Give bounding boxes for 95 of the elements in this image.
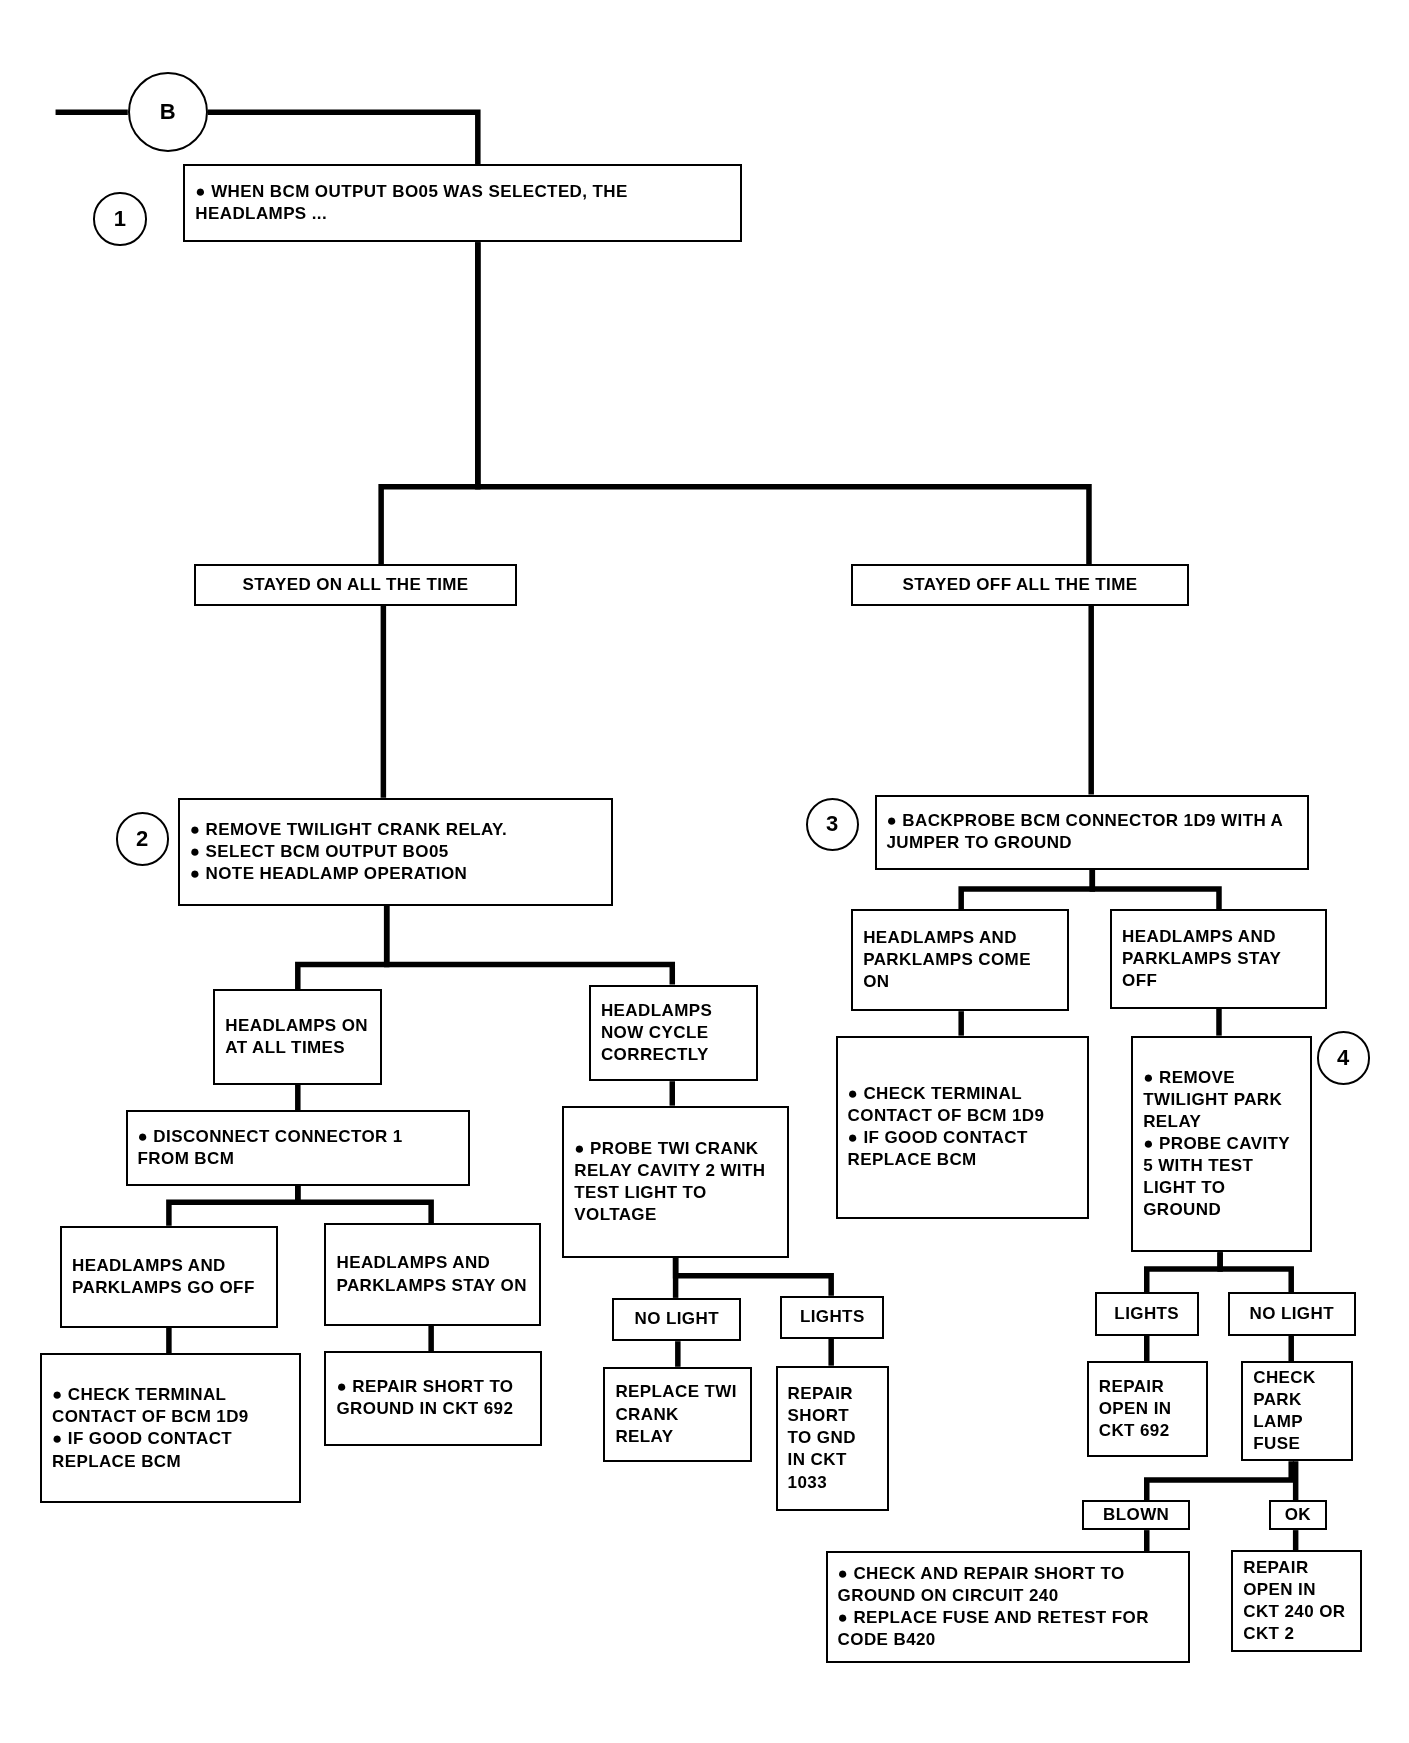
connector-line	[1088, 605, 1094, 795]
connector-line	[1217, 1252, 1294, 1293]
step-text: ● CHECK TERMINAL CONTACT OF BCM 1D9	[52, 1384, 250, 1429]
step-text: 3	[825, 810, 839, 839]
step-text: REPAIR SHORT TO GND IN CKT 1033	[787, 1383, 857, 1494]
step-text: ● CHECK AND REPAIR SHORT TO GROUND ON CIRCUIT 240	[837, 1563, 1126, 1608]
step-text: ● DISCONNECT CONNECTOR 1 FROM BCM	[137, 1125, 404, 1170]
step-text: ● REMOVE TWILIGHT CRANK RELAY.	[189, 818, 509, 841]
result-box	[1082, 1500, 1191, 1531]
connector-line	[207, 109, 481, 165]
step-text: ● IF GOOD CONTACT REPLACE BCM	[52, 1428, 234, 1473]
step-text: HEADLAMPS ON AT ALL TIMES	[225, 1014, 370, 1059]
step-box	[603, 1366, 753, 1463]
step-box	[177, 797, 614, 906]
connector-line	[672, 1257, 834, 1296]
result-box	[1227, 1292, 1356, 1336]
step-text: REPLACE TWI CRANK RELAY	[615, 1381, 738, 1448]
step-text: HEADLAMPS AND PARKLAMPS COME ON	[863, 926, 1032, 994]
step-box	[324, 1223, 542, 1326]
step-box	[1110, 908, 1327, 1009]
step-text: HEADLAMPS NOW CYCLE CORRECTLY	[600, 999, 714, 1066]
connector-line	[1089, 870, 1222, 909]
step-box	[1241, 1361, 1354, 1462]
step-box	[213, 988, 383, 1085]
step-box	[588, 984, 758, 1082]
step-box	[1231, 1550, 1363, 1653]
step-text: ● REPLACE FUSE AND RETEST FOR CODE B420	[837, 1607, 1150, 1652]
step-box	[835, 1035, 1089, 1219]
step-text: NO LIGHT	[1249, 1302, 1334, 1325]
step-text: LIGHTS	[1114, 1302, 1180, 1325]
connector-line	[1216, 1008, 1222, 1036]
step-box	[1131, 1035, 1313, 1253]
step-text: ● PROBE TWI CRANK RELAY CAVITY 2 WITH TEST LIGHT TO VOLTAGE	[574, 1137, 767, 1226]
circle-node	[93, 192, 147, 246]
step-text: OK	[1284, 1504, 1312, 1527]
step-text: HEADLAMPS AND PARKLAMPS GO OFF	[72, 1254, 256, 1299]
result-box	[1269, 1500, 1327, 1531]
connector-line	[1288, 1335, 1294, 1362]
step-box	[851, 908, 1069, 1012]
connector-line	[958, 1011, 964, 1036]
step-text: B	[159, 97, 176, 126]
step-text: ● REPAIR SHORT TO GROUND IN CKT 692	[336, 1376, 515, 1421]
step-text: ● IF GOOD CONTACT REPLACE BCM	[847, 1127, 1029, 1172]
step-text: STAYED OFF ALL THE TIME	[902, 574, 1138, 596]
step-box	[1086, 1361, 1208, 1457]
step-box	[183, 164, 743, 243]
connector-line	[295, 1185, 434, 1224]
connector-line	[828, 1339, 834, 1366]
connector-line	[1144, 1530, 1150, 1552]
connector-line	[475, 242, 1092, 565]
step-text: ● REMOVE TWILIGHT PARK RELAY	[1143, 1066, 1284, 1133]
circle-node	[115, 812, 169, 866]
connector-line	[295, 1084, 301, 1111]
step-box	[40, 1353, 302, 1504]
step-box	[775, 1365, 889, 1512]
connector-line	[380, 605, 387, 798]
step-text: ● BACKPROBE BCM CONNECTOR 1D9 WITH A JUMPER TO GROUND	[886, 810, 1284, 855]
step-text: 2	[135, 824, 149, 853]
step-text: LIGHTS	[799, 1306, 865, 1329]
connector-line	[55, 109, 128, 115]
connector-line	[669, 1081, 676, 1106]
step-text: CHECK PARK LAMP FUSE	[1253, 1367, 1317, 1456]
step-box	[825, 1551, 1191, 1664]
connector-line	[1144, 1461, 1294, 1501]
step-box	[125, 1110, 471, 1186]
step-box	[324, 1351, 543, 1446]
connector-line	[166, 1327, 172, 1354]
connector-line	[675, 1341, 681, 1367]
step-text: HEADLAMPS AND PARKLAMPS STAY OFF	[1122, 925, 1283, 992]
step-text: REPAIR OPEN IN CKT 692	[1098, 1375, 1173, 1443]
connector-line	[428, 1325, 434, 1352]
step-text: ● CHECK TERMINAL CONTACT OF BCM 1D9	[847, 1083, 1046, 1128]
step-text: BLOWN	[1103, 1504, 1170, 1527]
result-box	[612, 1297, 742, 1342]
result-box	[194, 564, 517, 606]
step-text: 1	[113, 204, 127, 233]
step-text: ● SELECT BCM OUTPUT BO05	[189, 840, 450, 863]
connector-line	[1292, 1530, 1299, 1551]
step-text: ● WHEN BCM OUTPUT BO05 WAS SELECTED, THE HEADLAMPS ...	[195, 181, 629, 226]
step-text: STAYED ON ALL THE TIME	[242, 574, 469, 596]
connector-line	[1144, 1335, 1150, 1362]
step-box	[60, 1225, 278, 1328]
step-text: ● PROBE CAVITY 5 WITH TEST LIGHT TO GROUND	[1143, 1132, 1291, 1222]
step-text: ● NOTE HEADLAMP OPERATION	[189, 862, 469, 885]
step-text: REPAIR OPEN IN CKT 240 OR CKT 2	[1243, 1557, 1347, 1646]
connector-line	[1292, 1461, 1299, 1501]
step-box	[874, 794, 1309, 871]
connector-line	[383, 905, 676, 985]
step-text: HEADLAMPS AND PARKLAMPS STAY ON	[336, 1252, 528, 1297]
step-text: NO LIGHT	[634, 1308, 719, 1331]
result-box	[780, 1295, 885, 1339]
step-box	[562, 1105, 789, 1258]
result-box	[851, 564, 1189, 606]
step-text: 4	[1337, 1043, 1350, 1072]
result-box	[1094, 1292, 1199, 1336]
